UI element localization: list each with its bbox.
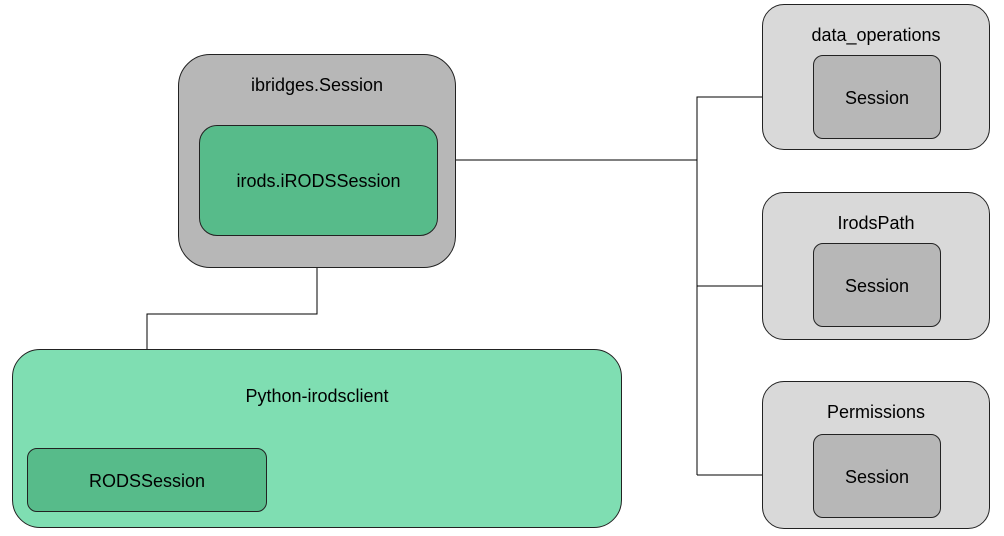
python-irodsclient-box: Python-irodsclient RODSSession	[12, 349, 622, 528]
module-session-label: Session	[844, 467, 910, 487]
module-session-label: Session	[844, 276, 910, 296]
module-permissions: Permissions Session	[762, 381, 990, 529]
module-session-box: Session	[813, 55, 941, 139]
irods-irodssession-label: irods.iRODSSession	[236, 171, 401, 191]
module-title: IrodsPath	[837, 213, 915, 233]
module-irodspath: IrodsPath Session	[762, 192, 990, 340]
module-session-label: Session	[844, 88, 910, 108]
ibridges-session-box: ibridges.Session irods.iRODSSession	[178, 54, 456, 268]
irods-irodssession-box: irods.iRODSSession	[199, 125, 438, 236]
module-session-box: Session	[813, 434, 941, 518]
ibridges-session-title: ibridges.Session	[250, 75, 384, 95]
rodssession-box: RODSSession	[27, 448, 267, 512]
module-data-operations: data_operations Session	[762, 4, 990, 150]
rodssession-label: RODSSession	[88, 471, 206, 491]
module-title: Permissions	[826, 402, 926, 422]
module-title: data_operations	[811, 25, 941, 45]
module-session-box: Session	[813, 243, 941, 327]
python-irodsclient-title: Python-irodsclient	[245, 386, 389, 406]
